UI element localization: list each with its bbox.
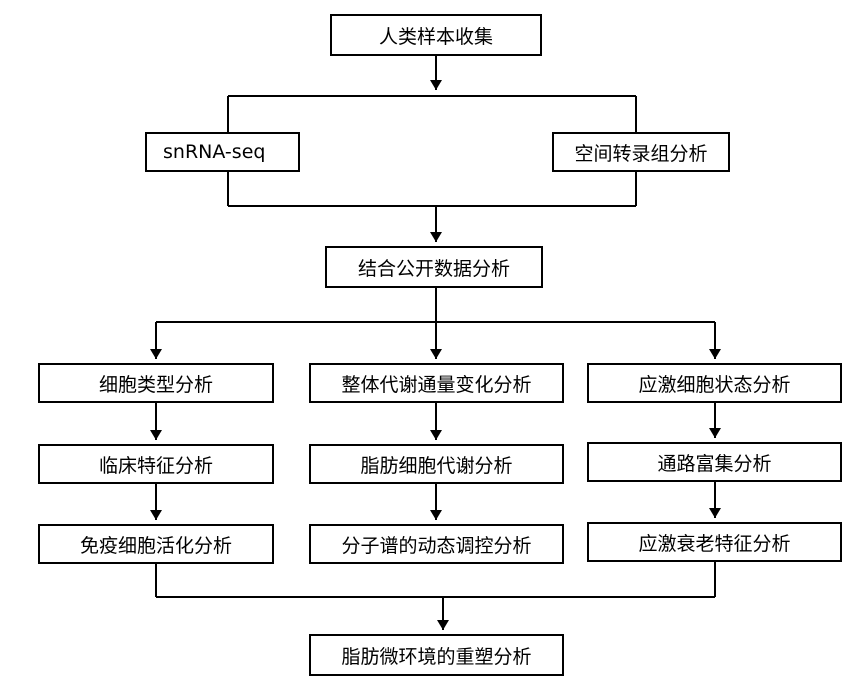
senescence-features-box: 应激衰老特征分析 xyxy=(587,522,842,562)
snrna-seq-label: snRNA-seq xyxy=(163,141,266,163)
molecular-dynamics-label: 分子谱的动态调控分析 xyxy=(341,534,532,557)
adipocyte-metabolism-label: 脂肪细胞代谢分析 xyxy=(360,454,513,477)
spatial-transcriptomics-label: 空间转录组分析 xyxy=(574,142,708,165)
cell-type-label: 细胞类型分析 xyxy=(98,373,213,396)
final-outcome-label: 脂肪微环境的重塑分析 xyxy=(341,645,532,668)
immune-activation-box: 免疫细胞活化分析 xyxy=(38,524,274,564)
senescence-features-label: 应激衰老特征分析 xyxy=(638,532,791,555)
pathway-enrichment-box: 通路富集分析 xyxy=(587,442,842,482)
pathway-enrichment-label: 通路富集分析 xyxy=(657,452,772,475)
final-outcome-box: 脂肪微环境的重塑分析 xyxy=(309,634,564,676)
clinical-features-box: 临床特征分析 xyxy=(38,444,274,484)
cell-type-box: 细胞类型分析 xyxy=(38,363,274,403)
clinical-features-label: 临床特征分析 xyxy=(98,454,213,477)
snrna-seq-box: snRNA-seq xyxy=(145,132,300,172)
public-data-box: 结合公开数据分析 xyxy=(325,246,543,288)
immune-activation-label: 免疫细胞活化分析 xyxy=(79,534,232,557)
molecular-dynamics-box: 分子谱的动态调控分析 xyxy=(309,524,564,564)
metabolic-flux-box: 整体代谢通量变化分析 xyxy=(309,363,564,403)
public-data-label: 结合公开数据分析 xyxy=(357,257,510,280)
spatial-transcriptomics-box: 空间转录组分析 xyxy=(552,132,730,172)
stress-state-label: 应激细胞状态分析 xyxy=(638,373,791,396)
sample-collection-box: 人类样本收集 xyxy=(330,14,542,56)
sample-collection-label: 人类样本收集 xyxy=(378,25,493,48)
adipocyte-metabolism-box: 脂肪细胞代谢分析 xyxy=(309,444,564,484)
metabolic-flux-label: 整体代谢通量变化分析 xyxy=(341,373,532,396)
stress-state-box: 应激细胞状态分析 xyxy=(587,363,842,403)
